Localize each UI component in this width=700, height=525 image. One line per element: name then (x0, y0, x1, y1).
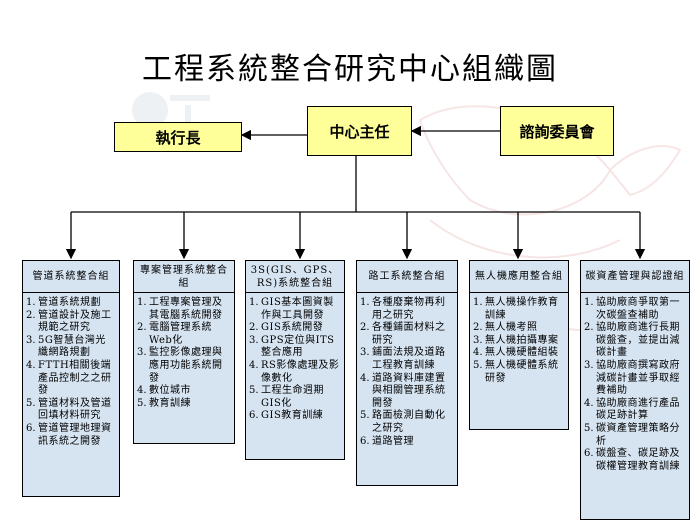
department-item: 3.5G智慧台灣光纖網路規劃 (26, 334, 106, 359)
department-item: 1.GIS基本圖資製作與工具開發 (249, 297, 334, 321)
department-item: 2.管道設計及施工規範之研究 (26, 309, 112, 334)
department-item: 4.數位城市 (137, 385, 191, 397)
department-title: 碳資產管理與認證組 (581, 261, 689, 293)
department-box: 管道系統整合組 1.管道系統規劃 2.管道設計及施工規範之研究 3.5G智慧台灣… (22, 260, 120, 497)
department-title: 無人機應用整合組 (470, 261, 568, 293)
department-item: 4.RS影像處理及影像數化 (249, 359, 340, 384)
director-node: 中心主任 (307, 106, 412, 156)
department-item: 4.FTTH相關後端產品控制之之研發 (26, 359, 112, 397)
department-item: 4.道路資料庫建置與相關管理系統開發 (360, 372, 446, 409)
advisory-node: 諮詢委員會 (500, 106, 614, 156)
department-item: 5.管道材料及管道回填材料研究 (26, 397, 112, 422)
department-item: 1.管道系統規劃 (26, 297, 101, 308)
department-item: 2.電腦管理系統Web化 (137, 322, 212, 346)
page-title: 工程系統整合研究中心組織圖 (142, 52, 558, 87)
director-label: 中心主任 (329, 122, 390, 141)
department-box: 無人機應用整合組 1.無人機操作教育訓練 2.無人機考照 3.無人機拍攝專案 4… (469, 260, 569, 430)
department-item: 3.監控影像處理與應用功能系統開發 (137, 347, 223, 384)
department-item: 6.管道管理地理資訊系統之開發 (26, 422, 112, 447)
department-item: 6.道路管理 (360, 435, 414, 447)
ceo-node: 執行長 (114, 122, 242, 152)
department-item: 6.碳盤查、碳足跡及碳權管理教育訓練 (584, 448, 680, 472)
department-item: 5.工程生命週期GIS化 (249, 385, 324, 409)
department-item: 1.各種廢棄物再利用之研究 (360, 297, 446, 321)
department-title: 專案管理系統整合組 (134, 261, 234, 293)
department-item: 3.鋪面法規及道路工程教育訓練 (360, 347, 446, 371)
department-item: 5.教育訓練 (137, 397, 191, 409)
department-item: 3.無人機拍攝專案 (473, 334, 559, 346)
department-item: 6.GIS教育訓練 (249, 410, 324, 422)
department-item: 1.無人機操作教育訓練 (473, 297, 559, 321)
department-item: 2.無人機考照 (473, 322, 538, 334)
department-item: 5.路面檢測自動化之研究 (360, 410, 446, 434)
department-item: 4.無人機硬體組裝 (473, 347, 559, 359)
department-items: 1.協助廠商爭取第一次碳盤查補助 2.協助廠商進行長期碳盤查，並提出減碳計畫 3… (581, 293, 689, 473)
department-items: 1.管道系統規劃 2.管道設計及施工規範之研究 3.5G智慧台灣光纖網路規劃 4… (23, 293, 119, 448)
department-box: 3S(GIS、GPS、RS)系統整合組 1.GIS基本圖資製作與工具開發 2.G… (245, 260, 345, 460)
department-item: 2.GIS系統開發 (249, 322, 324, 334)
department-item: 1.協助廠商爭取第一次碳盤查補助 (584, 297, 680, 321)
department-items: 1.GIS基本圖資製作與工具開發 2.GIS系統開發 3.GPS定位與ITS整合… (246, 293, 344, 423)
department-item: 2.各種鋪面材料之研究 (360, 322, 446, 346)
department-item: 5.無人機硬體系統研發 (473, 359, 559, 384)
department-item: 2.協助廠商進行長期碳盤查，並提出減碳計畫 (584, 322, 680, 359)
department-item: 3.GPS定位與ITS整合應用 (249, 334, 335, 359)
department-item: 3.協助廠商撰寫政府減碳計畫並爭取經費補助 (584, 359, 680, 397)
department-items: 1.各種廢棄物再利用之研究 2.各種鋪面材料之研究 3.鋪面法規及道路工程教育訓… (357, 293, 457, 448)
ceo-label: 執行長 (155, 128, 201, 147)
department-title: 3S(GIS、GPS、RS)系統整合組 (246, 261, 344, 293)
department-title: 管道系統整合組 (23, 261, 119, 293)
department-box: 路工系統整合組 1.各種廢棄物再利用之研究 2.各種鋪面材料之研究 3.鋪面法規… (356, 260, 458, 486)
department-item: 4.協助廠商進行產品碳足跡計算 (584, 397, 680, 422)
department-box: 碳資產管理與認證組 1.協助廠商爭取第一次碳盤查補助 2.協助廠商進行長期碳盤查… (580, 260, 690, 520)
department-item: 5.碳資產管理策略分析 (584, 422, 680, 447)
department-item: 1.工程專案管理及其電腦系統開發 (137, 297, 223, 321)
department-items: 1.工程專案管理及其電腦系統開發 2.電腦管理系統Web化 3.監控影像處理與應… (134, 293, 234, 410)
department-title: 路工系統整合組 (357, 261, 457, 293)
department-items: 1.無人機操作教育訓練 2.無人機考照 3.無人機拍攝專案 4.無人機硬體組裝 … (470, 293, 568, 385)
advisory-label: 諮詢委員會 (519, 122, 595, 141)
department-box: 專案管理系統整合組 1.工程專案管理及其電腦系統開發 2.電腦管理系統Web化 … (133, 260, 235, 444)
